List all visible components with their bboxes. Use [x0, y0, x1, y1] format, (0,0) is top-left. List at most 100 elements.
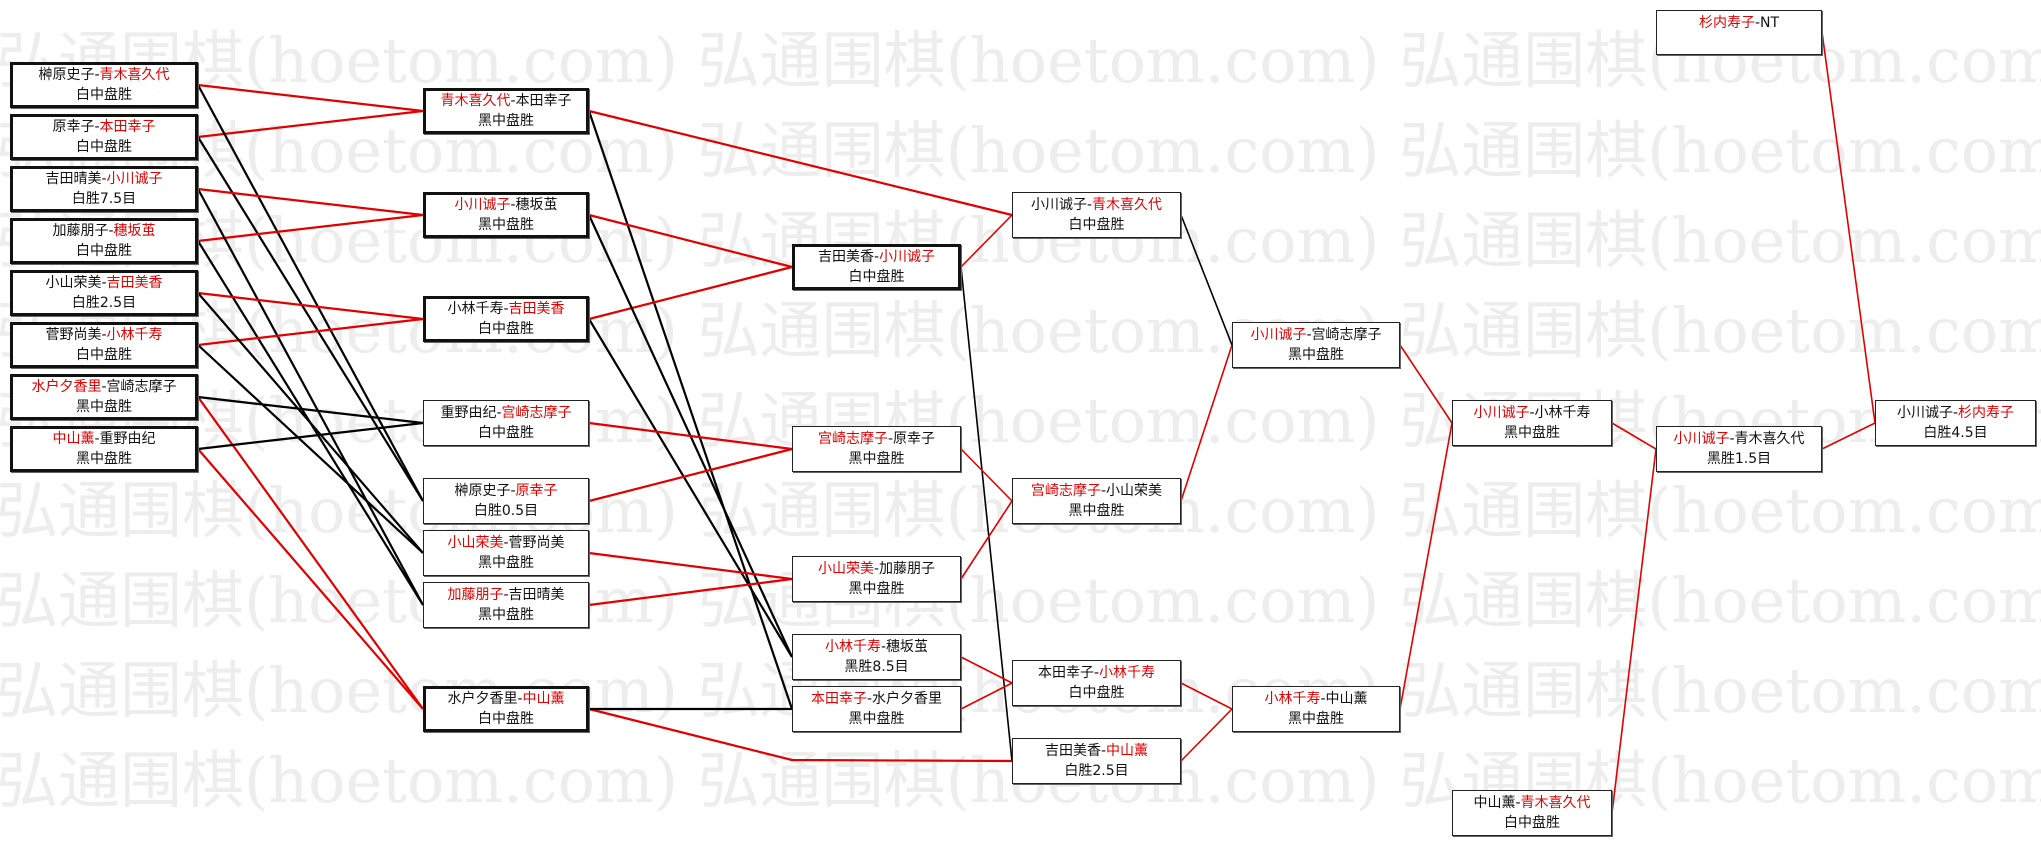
player-2: 吉田晴美 [508, 587, 565, 603]
match-players: 小林千寿-中山薰 [1233, 689, 1399, 709]
match-result: 白中盘胜 [1068, 217, 1125, 233]
separator: - [517, 691, 523, 707]
match-box-r1f: 菅野尚美-小林千寿白中盘胜 [10, 322, 198, 368]
match-result: 黑中盘胜 [478, 113, 534, 129]
connector-r1d-c1b [197, 213, 424, 243]
separator: - [94, 67, 100, 83]
match-players: 本田幸子-水户夕香里 [793, 689, 960, 709]
match-result: 黑中盘胜 [1068, 503, 1125, 519]
player-2: 穗坂茧 [113, 223, 156, 239]
separator: - [101, 171, 107, 187]
separator: - [510, 93, 516, 109]
connector-r1g-c1d [197, 395, 424, 425]
connector-r1a-c1e [197, 84, 424, 502]
separator: - [1100, 483, 1107, 499]
connector-c4a-c5a [1399, 344, 1453, 424]
player-2: 小山荣美 [1106, 483, 1163, 499]
match-players: 中山薰-重野由纪 [13, 429, 195, 449]
player-2: 小川诚子 [879, 249, 936, 265]
player-2: 宫崎志摩子 [1311, 327, 1382, 343]
player-1: 小川诚子 [1896, 405, 1953, 421]
match-players: 宫崎志摩子-小山荣美 [1013, 481, 1180, 501]
player-1: 小川诚子 [1673, 431, 1730, 447]
player-1: 宫崎志摩子 [1030, 483, 1101, 499]
match-players: 小山荣美-吉田美香 [13, 273, 195, 293]
match-box-c1c: 小林千寿-吉田美香白中盘胜 [423, 296, 589, 342]
player-1: 中山薰 [1473, 795, 1516, 811]
match-result: 白中盘胜 [478, 425, 534, 441]
match-result: 白胜0.5目 [473, 503, 539, 519]
connector-r1h-c1d [197, 421, 424, 451]
match-box-c1b: 小川诚子-穗坂茧黑中盘胜 [423, 192, 589, 238]
separator: - [1515, 795, 1521, 811]
player-1: 吉田美香 [817, 249, 874, 265]
separator: - [496, 405, 502, 421]
player-2: 杉内寿子 [1958, 405, 2015, 421]
player-1: 水户夕香里 [447, 691, 518, 707]
match-result: 白胜7.5目 [71, 191, 137, 207]
player-2: 青木喜久代 [1734, 431, 1805, 447]
player-2: 吉田美香 [508, 301, 565, 317]
connector-c1e-c2b [588, 447, 793, 503]
player-1: 吉田晴美 [45, 171, 102, 187]
connector-c1h-c3d [588, 707, 1013, 763]
connector-c3d-c4b [1180, 708, 1233, 762]
match-players: 吉田美香-中山薰 [1013, 741, 1180, 761]
match-players: 小山荣美-加藤朋子 [793, 559, 960, 579]
separator: - [1952, 405, 1959, 421]
player-1: 榊原史子 [38, 67, 95, 83]
match-players: 榊原史子-青木喜久代 [13, 65, 195, 85]
match-players: 本田幸子-小林千寿 [1013, 663, 1180, 683]
player-1: 加藤朋子 [447, 587, 504, 603]
match-players: 水户夕香里-宫崎志摩子 [13, 377, 195, 397]
player-2: 青木喜久代 [99, 67, 170, 83]
connector-c6a-final [1821, 422, 1876, 450]
connector-r1e-c1c [197, 291, 424, 321]
player-1: 菅野尚美 [45, 327, 102, 343]
connector-r1f-c1c [197, 317, 424, 347]
match-result: 白中盘胜 [76, 243, 132, 259]
match-players: 中山薰-青木喜久代 [1453, 793, 1611, 813]
match-box-r1b: 原幸子-本田幸子白中盘胜 [10, 114, 198, 160]
player-1: 重野由纪 [440, 405, 497, 421]
separator: - [94, 119, 100, 135]
connector-c1a-c2e [587, 110, 794, 710]
connector-r1c-c1b [197, 187, 424, 217]
separator: - [503, 301, 509, 317]
separator: - [101, 379, 107, 395]
player-2: 中山薰 [1325, 691, 1368, 707]
match-result: 白中盘胜 [1068, 685, 1125, 701]
player-1: 本田幸子 [1037, 665, 1094, 681]
match-box-c5a: 小川诚子-小林千寿黑中盘胜 [1452, 400, 1612, 446]
match-box-c1e: 榊原史子-原幸子白胜0.5目 [423, 478, 589, 524]
match-players: 榊原史子-原幸子 [424, 481, 588, 501]
player-2: 菅野尚美 [508, 535, 565, 551]
connector-c3c-c4b [1180, 682, 1233, 710]
match-box-c3d: 吉田美香-中山薰白胜2.5目 [1012, 738, 1181, 784]
match-box-c1g: 加藤朋子-吉田晴美黑中盘胜 [423, 582, 589, 628]
connector-r1f-c1f [197, 344, 424, 554]
match-box-c1h: 水户夕香里-中山薰白中盘胜 [423, 686, 589, 732]
player-2: 加藤朋子 [879, 561, 936, 577]
separator: - [101, 275, 107, 291]
separator: - [510, 483, 516, 499]
match-result: 黑中盘胜 [848, 711, 905, 727]
player-2: 青木喜久代 [1520, 795, 1591, 811]
player-1: 水户夕香里 [31, 379, 102, 395]
match-box-c2a: 吉田美香-小川诚子白中盘胜 [792, 244, 961, 290]
player-2: 本田幸子 [515, 93, 572, 109]
player-1: 小山荣美 [45, 275, 102, 291]
separator: - [1320, 691, 1326, 707]
player-1: 杉内寿子 [1698, 15, 1755, 31]
match-players: 杉内寿子-NT [1657, 13, 1821, 33]
player-1: 吉田美香 [1044, 743, 1101, 759]
connector-c2d-c3c [960, 656, 1013, 684]
match-result: 白中盘胜 [76, 139, 132, 155]
player-1: 小林千寿 [447, 301, 504, 317]
separator: - [873, 249, 880, 265]
connector-r1e-c1f [197, 292, 424, 554]
player-2: 宫崎志摩子 [106, 379, 177, 395]
match-players: 小林千寿-穗坂茧 [793, 637, 960, 657]
connector-c5b-c6a [1611, 448, 1657, 814]
